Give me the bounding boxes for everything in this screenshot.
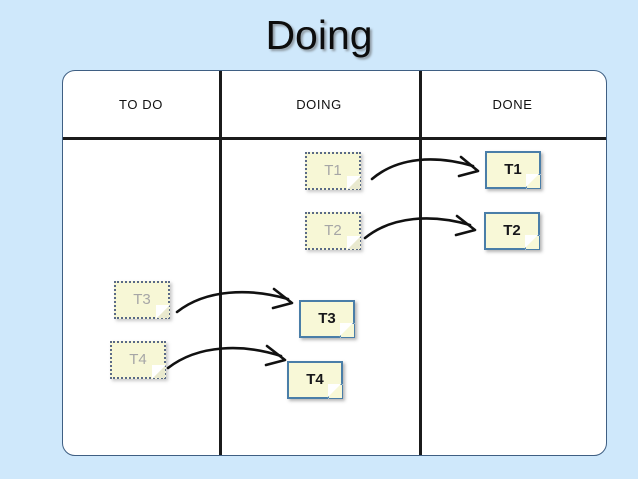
column-header-done: DONE <box>492 97 533 112</box>
column-divider-todo-doing <box>219 71 222 455</box>
ghost-note-t1-label: T1 <box>324 162 342 180</box>
ghost-note-t4-label: T4 <box>129 351 147 369</box>
ghost-note-t3[interactable]: T3 <box>114 281 170 319</box>
ghost-note-t3-label: T3 <box>133 291 151 309</box>
ghost-note-t2-label: T2 <box>324 222 342 240</box>
column-header-todo: TO DO <box>119 97 163 112</box>
board-header-row: TO DO DOING DONE <box>63 71 606 138</box>
note-t4[interactable]: T4 <box>287 361 343 399</box>
ghost-note-t2[interactable]: T2 <box>305 212 361 250</box>
note-t3[interactable]: T3 <box>299 300 355 338</box>
header-divider-line <box>63 137 606 140</box>
note-t4-label: T4 <box>306 371 324 389</box>
ghost-note-t1[interactable]: T1 <box>305 152 361 190</box>
column-divider-doing-done <box>419 71 422 455</box>
note-t1-label: T1 <box>504 161 522 179</box>
note-t2-label: T2 <box>503 222 521 240</box>
page-title: Doing <box>265 12 373 58</box>
column-header-doing: DOING <box>296 97 342 112</box>
ghost-note-t4[interactable]: T4 <box>110 341 166 379</box>
note-t3-label: T3 <box>318 310 336 328</box>
note-t2[interactable]: T2 <box>484 212 540 250</box>
note-t1[interactable]: T1 <box>485 151 541 189</box>
